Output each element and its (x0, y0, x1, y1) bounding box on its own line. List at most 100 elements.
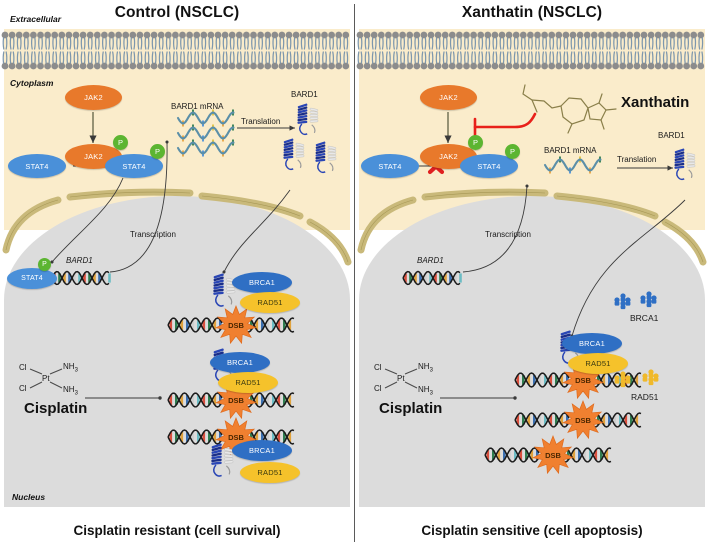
lipid-tail (478, 51, 481, 64)
lipid-tail (414, 51, 417, 64)
lipid-tail (563, 37, 566, 50)
lipid-tail (336, 37, 339, 50)
lipid-tail (459, 51, 462, 64)
lipid-head (228, 62, 236, 70)
lipid-head (640, 62, 648, 70)
lipid-head (79, 31, 87, 39)
lipid-tail (374, 51, 377, 64)
lipid-tail (112, 37, 114, 50)
lipid-head (505, 31, 513, 39)
lipid-head (271, 31, 279, 39)
lipid-head (463, 62, 470, 70)
lipid-tail (385, 51, 388, 64)
lipid-tail (545, 51, 548, 64)
lipid-tail (388, 51, 391, 64)
jak2-active-label-right: JAK2 (439, 152, 458, 161)
lipid-head (647, 31, 655, 39)
lipid-head (512, 62, 520, 70)
lipid-tail (119, 37, 122, 50)
lipid-tail (272, 37, 275, 50)
lipid-head (44, 31, 51, 39)
lipid-tail (12, 37, 15, 50)
lipid-tail (662, 51, 665, 64)
lipid-tail (325, 37, 327, 50)
lipid-head (392, 62, 399, 70)
lipid-tail (325, 51, 327, 64)
lipid-tail (246, 37, 249, 50)
lipid-head (228, 31, 236, 39)
lipid-tail (452, 37, 455, 50)
cisplatin-cl-bottom-left: Cl (19, 384, 27, 393)
lipid-tail (627, 37, 630, 50)
lipid-head (377, 31, 385, 39)
lipid-tail (566, 37, 569, 50)
stat4-inactive-right: STAT4 (361, 154, 419, 178)
lipid-tail (428, 37, 431, 50)
lipid-tail (452, 51, 455, 64)
lipid-tail (183, 37, 185, 50)
lipid-tail (594, 51, 597, 64)
lipid-tail (421, 37, 424, 50)
lipid-tail (374, 37, 377, 50)
lipid-head (207, 62, 215, 70)
lipid-tail (168, 37, 171, 50)
lipid-head (669, 31, 676, 39)
lipid-tail (407, 37, 410, 50)
lipid-tail (570, 51, 573, 64)
nucleus-region-right (359, 196, 705, 507)
lipid-head (328, 31, 335, 39)
lipid-tail (303, 37, 306, 50)
lipid-head (321, 31, 328, 39)
lipid-tail (289, 37, 292, 50)
lipid-tail (23, 51, 26, 64)
lipid-head (122, 31, 130, 39)
lipid-tail (698, 37, 701, 50)
lipid-tail (62, 37, 65, 50)
lipid-head (292, 62, 300, 70)
lipid-head (562, 31, 570, 39)
lipid-tail (314, 51, 317, 64)
lipid-tail (471, 37, 474, 50)
lipid-tail (530, 51, 533, 64)
lipid-head (434, 62, 442, 70)
free-brca1-label-right: BRCA1 (630, 313, 659, 323)
lipid-tail (268, 37, 271, 50)
lipid-tail (187, 51, 190, 64)
lipid-tail (254, 51, 256, 64)
lipid-head (619, 31, 627, 39)
lipid-head (221, 31, 229, 39)
lipid-tail (556, 37, 559, 50)
lipid-head (342, 31, 350, 39)
lipid-tail (680, 37, 682, 50)
lipid-head (527, 62, 534, 70)
lipid-tail (523, 37, 526, 50)
lipid-tail (126, 51, 129, 64)
lipid-head (399, 31, 406, 39)
lipid-head (186, 31, 194, 39)
lipid-tail (154, 51, 157, 64)
lipid-tail (421, 51, 424, 64)
lipid-tail (339, 51, 342, 64)
lipid-tail (300, 37, 303, 50)
lipid-head (548, 31, 556, 39)
lipid-tail (665, 37, 668, 50)
lipid-tail (76, 37, 79, 50)
panel-title-control: Control (NSCLC) (114, 4, 240, 21)
lipid-head (37, 62, 44, 70)
lipid-head (129, 31, 137, 39)
lipid-tail (286, 37, 289, 50)
lipid-tail (33, 37, 36, 50)
lipid-tail (499, 51, 502, 64)
lipid-tail (151, 37, 154, 50)
lipid-tail (577, 37, 580, 50)
lipid-head (612, 62, 619, 70)
jak2-inactive-label-left: JAK2 (84, 93, 103, 102)
lipid-head (243, 62, 250, 70)
lipid-head (51, 31, 59, 39)
lipid-tail (307, 51, 310, 64)
lipid-tail (431, 51, 434, 64)
brca1-complex-2-left: BRCA1 (210, 352, 270, 373)
lipid-head (93, 62, 101, 70)
lipid-tail (73, 37, 76, 50)
lipid-tail (396, 37, 398, 50)
